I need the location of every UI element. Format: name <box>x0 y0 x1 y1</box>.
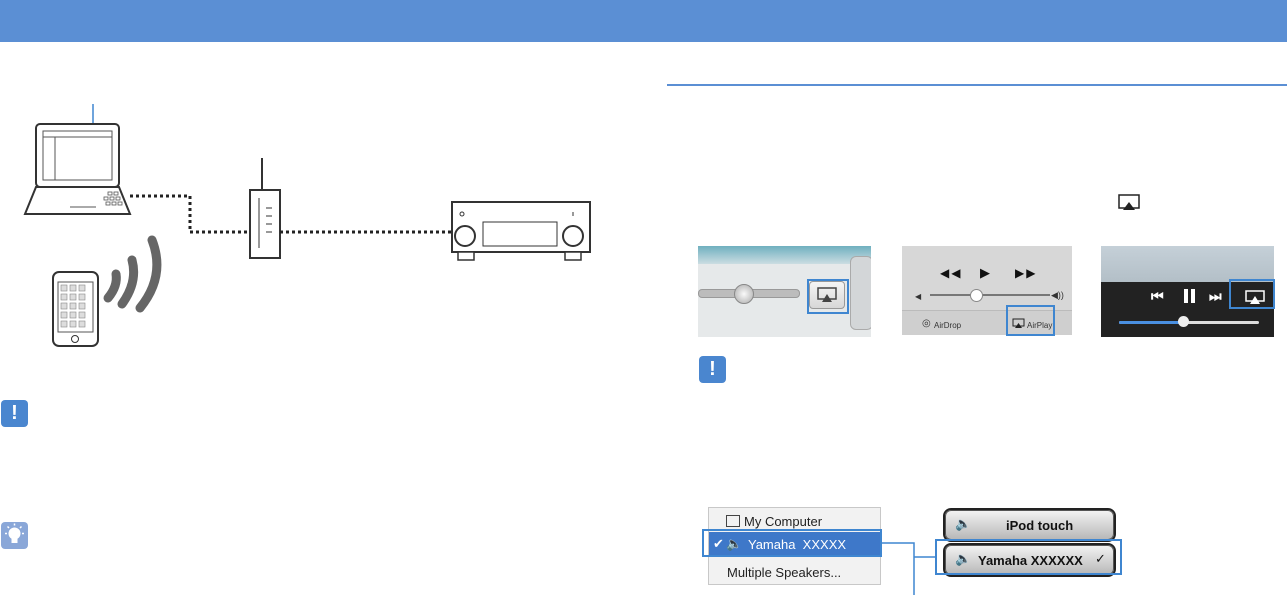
section-rule <box>667 84 1287 86</box>
yamaha-highlight <box>935 539 1122 575</box>
ios-device-ipod[interactable]: 🔈 iPod touch <box>945 510 1114 540</box>
network-diagram <box>23 104 591 347</box>
airplay-highlight <box>1229 279 1275 309</box>
ios-device-yamaha[interactable]: 🔈 Yamaha XXXXXX ✓ <box>945 545 1114 575</box>
speaker-icon: 🔈 <box>955 551 972 566</box>
lightbulb-icon <box>1 522 28 549</box>
yamaha-highlight <box>702 529 882 557</box>
laptop-illustration <box>23 123 132 215</box>
airplay-icon <box>1012 318 1025 328</box>
menu-item-yamaha[interactable]: Yamaha XXXXX <box>748 537 847 552</box>
callout-lines <box>882 542 936 595</box>
airplay-highlight <box>807 279 849 314</box>
exclamation-icon: ! <box>699 356 726 383</box>
airplay-icon[interactable] <box>817 287 837 303</box>
speaker-icon: 🔈 <box>726 536 743 551</box>
menu-item-multiple-speakers[interactable]: Multiple Speakers... <box>727 565 842 580</box>
checkmark-icon: ✓ <box>1095 551 1106 566</box>
airplay-icon <box>1118 194 1140 210</box>
airplay-icon[interactable] <box>1245 290 1265 305</box>
cable-laptop-router <box>130 194 250 234</box>
speaker-icon: 🔈 <box>955 516 972 531</box>
av-receiver-illustration <box>451 201 591 261</box>
device-ipod-label: iPod touch <box>1006 518 1074 533</box>
airplay-highlight <box>1006 305 1055 336</box>
exclamation-icon: ! <box>1 400 28 427</box>
itunes-control-screenshot <box>698 246 871 337</box>
header-bar <box>0 0 1287 42</box>
router-illustration <box>249 158 281 259</box>
smartphone-illustration <box>52 271 99 347</box>
itunes-speaker-menu: My Computer ✔ 🔈 Yamaha XXXXX Multiple Sp… <box>708 507 881 585</box>
device-yamaha-label: Yamaha XXXXXX <box>978 553 1083 568</box>
ios-control-center-screenshot: ◀◀ ▶ ▶▶ ◀ ◀)) ◎ AirDrop AirPlay <box>902 246 1072 335</box>
wireless-waves <box>103 235 162 313</box>
menu-item-my-computer[interactable]: My Computer <box>744 514 823 529</box>
checkmark-icon: ✔ <box>713 536 724 551</box>
ios-music-player-screenshot: ⏮ ⏭ <box>1101 246 1274 337</box>
airdrop-label[interactable]: AirDrop <box>934 321 962 330</box>
airplay-label[interactable]: AirPlay <box>1027 321 1053 330</box>
